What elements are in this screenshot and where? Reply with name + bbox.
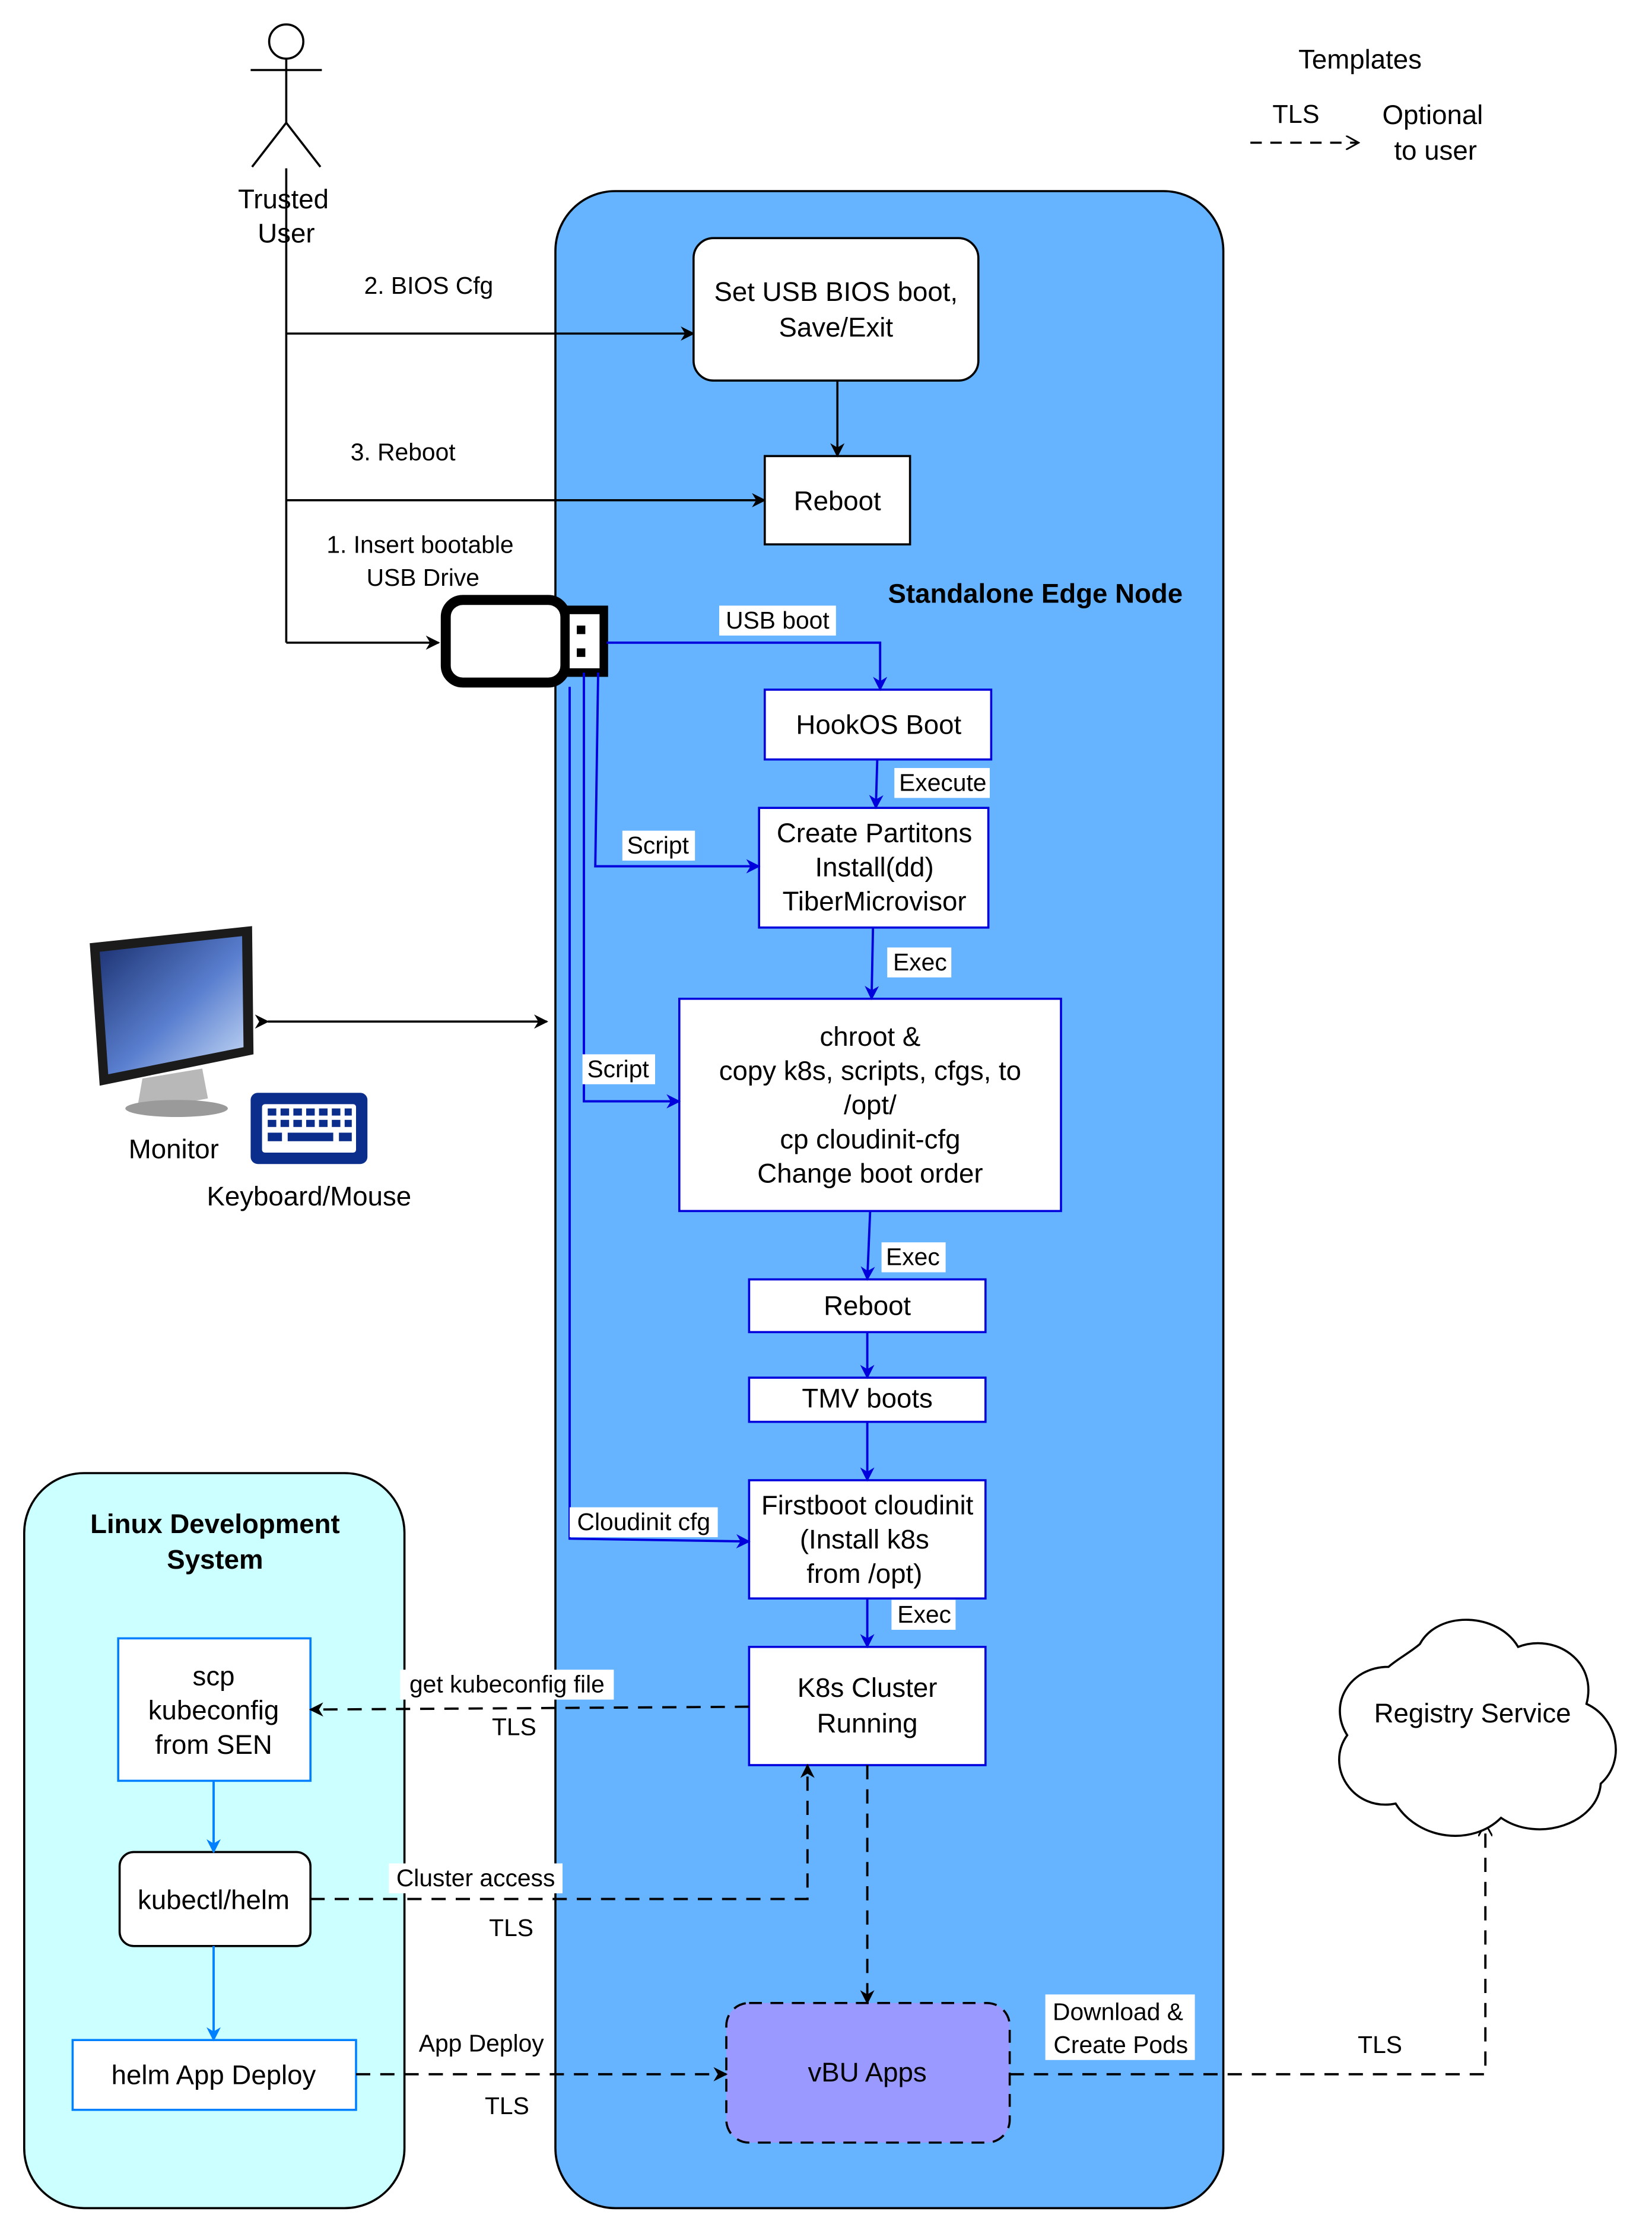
get-kubeconfig-label: get kubeconfig file — [409, 1671, 605, 1698]
reboot-box-1 — [764, 455, 911, 545]
chroot-line4: cp cloudinit-cfg — [780, 1124, 960, 1154]
partitions-to-chroot-arrow — [865, 927, 879, 1001]
edge-node-title: Standalone Edge Node — [888, 579, 1183, 609]
registry-service-label: Registry Service — [1374, 1698, 1571, 1728]
script-label-1: Script — [627, 832, 690, 859]
vbu-apps-label: vBU Apps — [808, 2057, 926, 2087]
edge-flow-labels: USB boot Execute Script Exec Script Exec… — [570, 605, 990, 1630]
cloudinit-cfg-arrow — [568, 687, 751, 1548]
chroot-to-reboot-arrow — [860, 1211, 875, 1281]
reboot-step-label: 3. Reboot — [351, 439, 456, 466]
monitor-label: Monitor — [129, 1134, 219, 1164]
usb-boot-arrow — [606, 641, 888, 691]
legend-optional-line1: Optional — [1382, 100, 1483, 130]
firstboot-line1: Firstboot cloudinit — [761, 1490, 974, 1521]
set-usb-bios-line1: Set USB BIOS boot, — [714, 277, 958, 307]
create-partitions-line2: Install(dd) — [815, 852, 934, 882]
exec-label-1: Exec — [893, 948, 947, 976]
linux-dev-title-line2: System — [167, 1544, 263, 1575]
legend-optional-line2: to user — [1394, 135, 1477, 166]
k8s-cluster-line1: K8s Cluster — [798, 1673, 938, 1703]
download-label-line2: Create Pods — [1053, 2031, 1188, 2058]
scp-kubeconfig-box — [117, 1637, 312, 1782]
monitor-icon — [90, 926, 254, 1117]
helm-app-deploy-box — [71, 2039, 357, 2111]
connection-labels: get kubeconfig file TLS Cluster access T… — [389, 1670, 1402, 2119]
app-deploy-label: App Deploy — [419, 2029, 545, 2057]
vbu-to-registry-arrow — [1009, 1823, 1486, 2076]
k8s-cluster-box — [748, 1646, 987, 1766]
reboot-box-2-label: Reboot — [824, 1291, 911, 1321]
chroot-line1: chroot & — [820, 1021, 921, 1052]
tls-label-3: TLS — [485, 2092, 529, 2119]
scp-kubeconfig-line2: kubeconfig — [148, 1695, 279, 1725]
scp-kubeconfig-line1: scp — [193, 1661, 235, 1692]
script-label-2: Script — [587, 1055, 649, 1083]
cluster-access-label: Cluster access — [396, 1864, 555, 1892]
insert-usb-label-line2: USB Drive — [367, 564, 479, 591]
chroot-line3: /opt/ — [844, 1090, 897, 1120]
usb-drive-icon — [440, 595, 608, 688]
cloudinit-cfg-label: Cloudinit cfg — [577, 1508, 711, 1535]
legend-title: Templates — [1298, 45, 1422, 75]
chroot-line5: Change boot order — [757, 1158, 983, 1188]
reboot-box-1-label: Reboot — [794, 486, 881, 516]
keyboard-label: Keyboard/Mouse — [206, 1181, 411, 1211]
script-to-chroot-arrow — [583, 672, 681, 1109]
registry-cloud-shape — [1338, 1619, 1617, 1837]
k8s-cluster-line2: Running — [817, 1708, 918, 1738]
insert-usb-label-line1: 1. Insert bootable — [326, 531, 513, 558]
cluster-access-arrow — [310, 1763, 815, 1900]
create-partitions-line1: Create Partitons — [777, 818, 972, 848]
set-usb-bios-box — [692, 237, 980, 382]
tmv-boots-label: TMV boots — [802, 1383, 932, 1414]
tls-label-2: TLS — [489, 1914, 533, 1941]
script-to-partitions-arrow — [594, 672, 761, 874]
firstboot-line3: from /opt) — [806, 1559, 922, 1589]
trusted-user-label-line1: Trusted — [238, 184, 329, 214]
reboot-box-2 — [748, 1278, 987, 1334]
get-kubeconfig-arrow — [309, 1702, 749, 1717]
execute-label: Execute — [899, 769, 986, 796]
usb-boot-label: USB boot — [726, 607, 830, 634]
helm-app-deploy-label: helm App Deploy — [112, 2060, 316, 2090]
chroot-box — [678, 997, 1062, 1213]
tmv-boots-box — [748, 1376, 987, 1423]
keyboard-icon — [250, 1093, 368, 1164]
bios-cfg-label: 2. BIOS Cfg — [364, 272, 494, 299]
exec-label-2: Exec — [886, 1243, 940, 1271]
legend: Templates TLS Optional to user — [1250, 45, 1483, 166]
legend-tls: TLS — [1272, 100, 1319, 129]
download-label-line1: Download & — [1053, 1998, 1183, 2026]
hookos-to-partitions-arrow — [869, 759, 884, 810]
hookos-boot-label: HookOS Boot — [796, 709, 961, 740]
exec-label-3: Exec — [897, 1601, 951, 1628]
trusted-user-actor — [250, 23, 322, 168]
firstboot-box — [748, 1479, 987, 1600]
firstboot-line2: (Install k8s — [800, 1524, 929, 1554]
set-usb-bios-line2: Save/Exit — [779, 312, 894, 342]
chroot-line2: copy k8s, scripts, cfgs, to — [719, 1056, 1021, 1086]
scp-kubeconfig-line3: from SEN — [155, 1730, 272, 1760]
tls-label-4: TLS — [1358, 2031, 1402, 2058]
kubectl-helm-label: kubectl/helm — [138, 1884, 290, 1915]
tls-label-1: TLS — [492, 1713, 536, 1741]
linux-dev-title-line1: Linux Development — [90, 1509, 340, 1539]
create-partitions-line3: TiberMicrovisor — [783, 886, 967, 916]
